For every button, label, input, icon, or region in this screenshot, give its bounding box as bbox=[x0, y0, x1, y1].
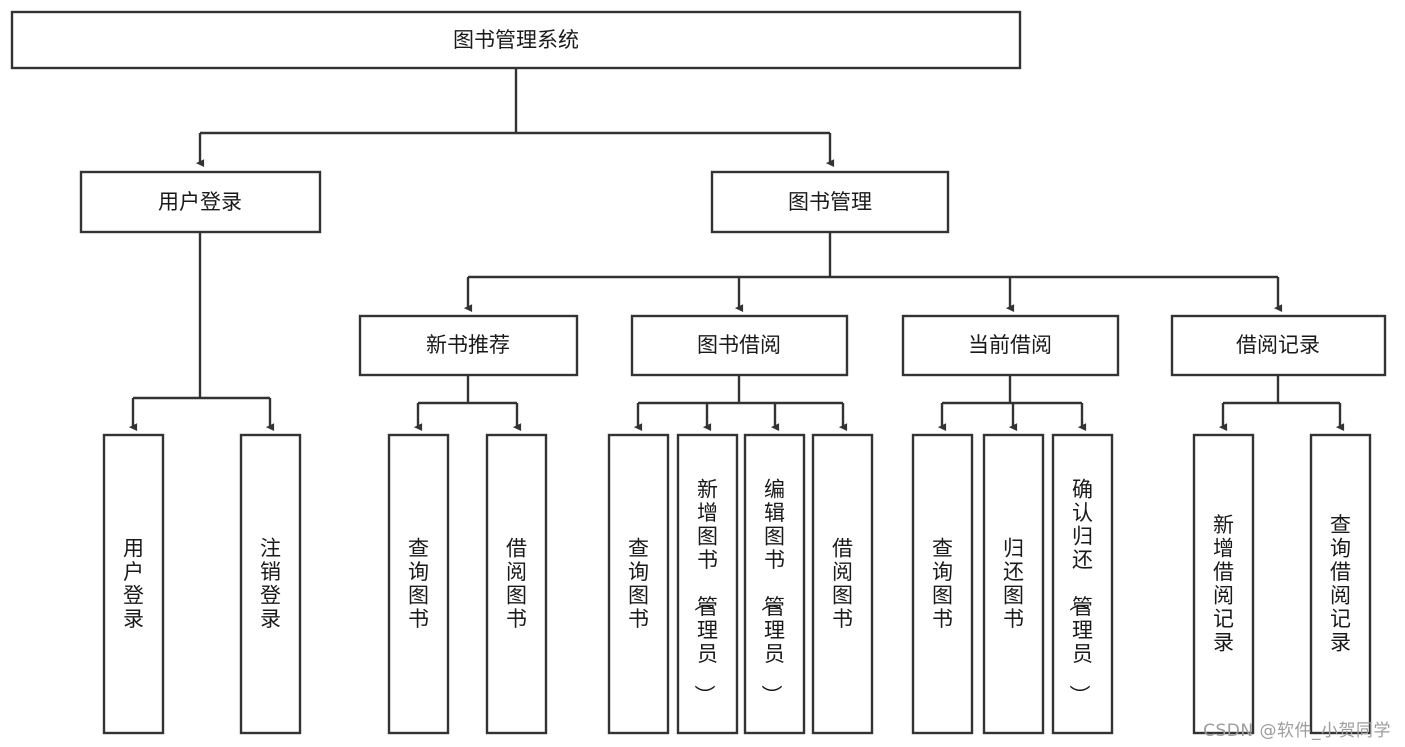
node-book-management-box[interactable] bbox=[710, 170, 950, 234]
leaf-node-box[interactable] bbox=[485, 433, 548, 735]
leaf-node-label: 查询图书 bbox=[408, 536, 429, 631]
node-root-label: 图书管理系统 bbox=[453, 28, 579, 52]
connector-edges bbox=[128, 68, 1345, 432]
leaf-node-layer: 用户登录 注销登录 查询图书 借阅图书 查询图书 新增图书（管理员） 编辑图书（管理员） 借阅… bbox=[102, 433, 1372, 735]
leaf-node-label: 借阅图书 bbox=[506, 536, 527, 631]
leaf-node-box[interactable] bbox=[1192, 433, 1255, 735]
node-user-login-label: 用户登录 bbox=[158, 190, 242, 214]
leaf-node-box[interactable] bbox=[911, 433, 974, 735]
leaf-node-label: 编辑图书（管理员） bbox=[759, 478, 785, 706]
leaf-node-label: 查询图书 bbox=[932, 536, 953, 631]
leaf-node-box[interactable] bbox=[239, 433, 302, 735]
node-book-borrow-label: 图书借阅 bbox=[697, 333, 781, 357]
node-user-login-box[interactable] bbox=[79, 170, 322, 234]
csdn-watermark: CSDN @软件_小贺同学 bbox=[1203, 721, 1391, 741]
leaf-node[interactable]: 归还图书 bbox=[982, 433, 1045, 735]
leaf-node-box[interactable] bbox=[743, 433, 806, 735]
leaf-node[interactable]: 注销登录 bbox=[239, 433, 302, 735]
leaf-node-box[interactable] bbox=[102, 433, 165, 735]
node-current-borrow[interactable]: 当前借阅 bbox=[901, 314, 1120, 377]
node-book-borrow[interactable]: 图书借阅 bbox=[630, 314, 849, 377]
leaf-node[interactable]: 查询图书 bbox=[387, 433, 450, 735]
leaf-node-box[interactable] bbox=[607, 433, 670, 735]
leaf-node-label: 新增借阅记录 bbox=[1213, 513, 1234, 655]
leaf-node-label: 用户登录 bbox=[123, 536, 144, 631]
leaf-node[interactable]: 查询图书 bbox=[911, 433, 974, 735]
node-book-management-label: 图书管理 bbox=[788, 190, 872, 214]
leaf-node[interactable]: 用户登录 bbox=[102, 433, 165, 735]
leaf-node-label: 查询图书 bbox=[628, 536, 649, 631]
leaf-node[interactable]: 借阅图书 bbox=[811, 433, 874, 735]
node-new-book-recommend[interactable]: 新书推荐 bbox=[358, 314, 579, 377]
leaf-node-box[interactable] bbox=[1051, 433, 1114, 735]
node-borrow-record-box[interactable] bbox=[1170, 314, 1387, 377]
node-root[interactable]: 图书管理系统 bbox=[10, 10, 1022, 70]
leaf-node-box[interactable] bbox=[982, 433, 1045, 735]
node-book-borrow-box[interactable] bbox=[630, 314, 849, 377]
node-current-borrow-label: 当前借阅 bbox=[968, 333, 1052, 357]
leaf-node[interactable]: 借阅图书 bbox=[485, 433, 548, 735]
leaf-node[interactable]: 查询借阅记录 bbox=[1309, 433, 1372, 735]
node-new-book-recommend-box[interactable] bbox=[358, 314, 579, 377]
leaf-node-label: 查询借阅记录 bbox=[1330, 513, 1351, 655]
leaf-node[interactable]: 新增图书（管理员） bbox=[676, 433, 739, 735]
leaf-node-box[interactable] bbox=[1309, 433, 1372, 735]
node-borrow-record[interactable]: 借阅记录 bbox=[1170, 314, 1387, 377]
node-borrow-record-label: 借阅记录 bbox=[1236, 333, 1320, 357]
node-current-borrow-box[interactable] bbox=[901, 314, 1120, 377]
leaf-node-label: 注销登录 bbox=[260, 536, 281, 631]
leaf-node[interactable]: 编辑图书（管理员） bbox=[743, 433, 806, 735]
node-root-box[interactable] bbox=[10, 10, 1022, 70]
node-new-book-recommend-label: 新书推荐 bbox=[426, 333, 510, 357]
leaf-node[interactable]: 新增借阅记录 bbox=[1192, 433, 1255, 735]
leaf-node-box[interactable] bbox=[676, 433, 739, 735]
leaf-node[interactable]: 查询图书 bbox=[607, 433, 670, 735]
leaf-node-label: 借阅图书 bbox=[832, 536, 853, 631]
leaf-node[interactable]: 确认归还（管理员） bbox=[1051, 433, 1114, 735]
node-book-management[interactable]: 图书管理 bbox=[710, 170, 950, 234]
node-user-login[interactable]: 用户登录 bbox=[79, 170, 322, 234]
leaf-node-label: 新增图书（管理员） bbox=[692, 478, 718, 706]
leaf-node-label: 归还图书 bbox=[1003, 536, 1024, 631]
leaf-node-box[interactable] bbox=[387, 433, 450, 735]
leaf-node-label: 确认归还（管理员） bbox=[1067, 478, 1093, 706]
leaf-node-box[interactable] bbox=[811, 433, 874, 735]
